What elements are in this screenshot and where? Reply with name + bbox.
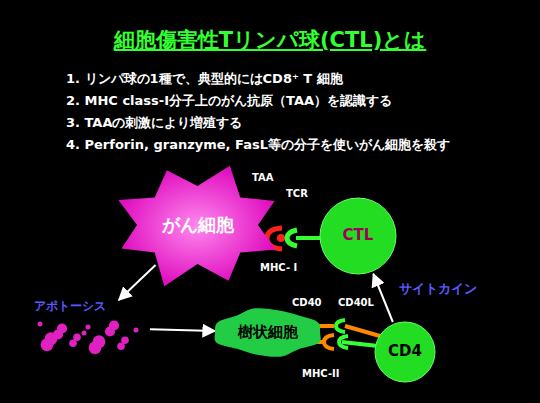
- cancer-star: [118, 166, 275, 286]
- apoptotic-body: [117, 342, 125, 350]
- list-item: 2. MHC class-I分子上のがん抗原（TAA）を認識する: [66, 92, 392, 110]
- node-text: 樹状細胞: [238, 324, 298, 341]
- tcr-cd4: [339, 336, 348, 348]
- molecule-label: TCR: [284, 188, 310, 199]
- apoptotic-body: [89, 341, 102, 354]
- dendritic-cell: 樹状細胞: [215, 310, 320, 355]
- apoptotic-body: [134, 328, 139, 333]
- dendritic-blob: [215, 308, 321, 357]
- cell-circle: [375, 322, 435, 382]
- apoptotic-body: [41, 338, 54, 351]
- molecule-label: TAA: [250, 172, 276, 183]
- node-text: CTL: [343, 227, 374, 244]
- molecule-label: MHC-II: [300, 368, 341, 379]
- tcr-cd4-stalk: [342, 342, 378, 346]
- apoptotic-body: [86, 325, 91, 330]
- molecule-label: CD40L: [336, 297, 376, 308]
- apoptotic-body: [69, 339, 77, 347]
- arrow-connector: [373, 274, 392, 322]
- node-text: CD4: [388, 343, 422, 360]
- ctl-cell: CTL: [320, 198, 396, 274]
- list-item: 4. Perforin, granzyme, FasL等の分子を使いがん細胞を殺…: [66, 136, 450, 154]
- apoptotic-body: [82, 331, 87, 336]
- edge-label: サイトカイン: [397, 280, 479, 298]
- taa-antigen: [277, 234, 285, 242]
- apoptotic-body: [38, 322, 43, 327]
- apoptotic-body: [105, 326, 115, 336]
- cd40l-molecule: [336, 320, 345, 332]
- title: 細胞傷害性Tリンパ球(CTL)とは: [0, 26, 540, 54]
- list-item: 3. TAAの刺激により増殖する: [66, 114, 243, 132]
- apoptosis-fragments: アポトーシス: [30, 300, 150, 355]
- cancer-cell: がん細胞: [135, 185, 260, 265]
- apoptotic-body: [53, 329, 63, 339]
- cd4-cell: CD4: [375, 322, 435, 382]
- mhc2-receptor: [324, 335, 334, 349]
- node-text: アポトーシス: [34, 300, 106, 314]
- arrow-connector: [150, 329, 215, 331]
- arrow-connector: [119, 265, 156, 300]
- cell-circle: [320, 198, 396, 274]
- molecule-label: MHC- I: [258, 262, 299, 273]
- list-item: 1. リンパ球の1種で、典型的にはCD8⁺ T 細胞: [66, 70, 343, 88]
- node-text: がん細胞: [162, 215, 234, 236]
- cd40l-stalk: [345, 326, 380, 336]
- tcr-receptor: [287, 230, 297, 246]
- molecule-label: CD40: [290, 297, 324, 308]
